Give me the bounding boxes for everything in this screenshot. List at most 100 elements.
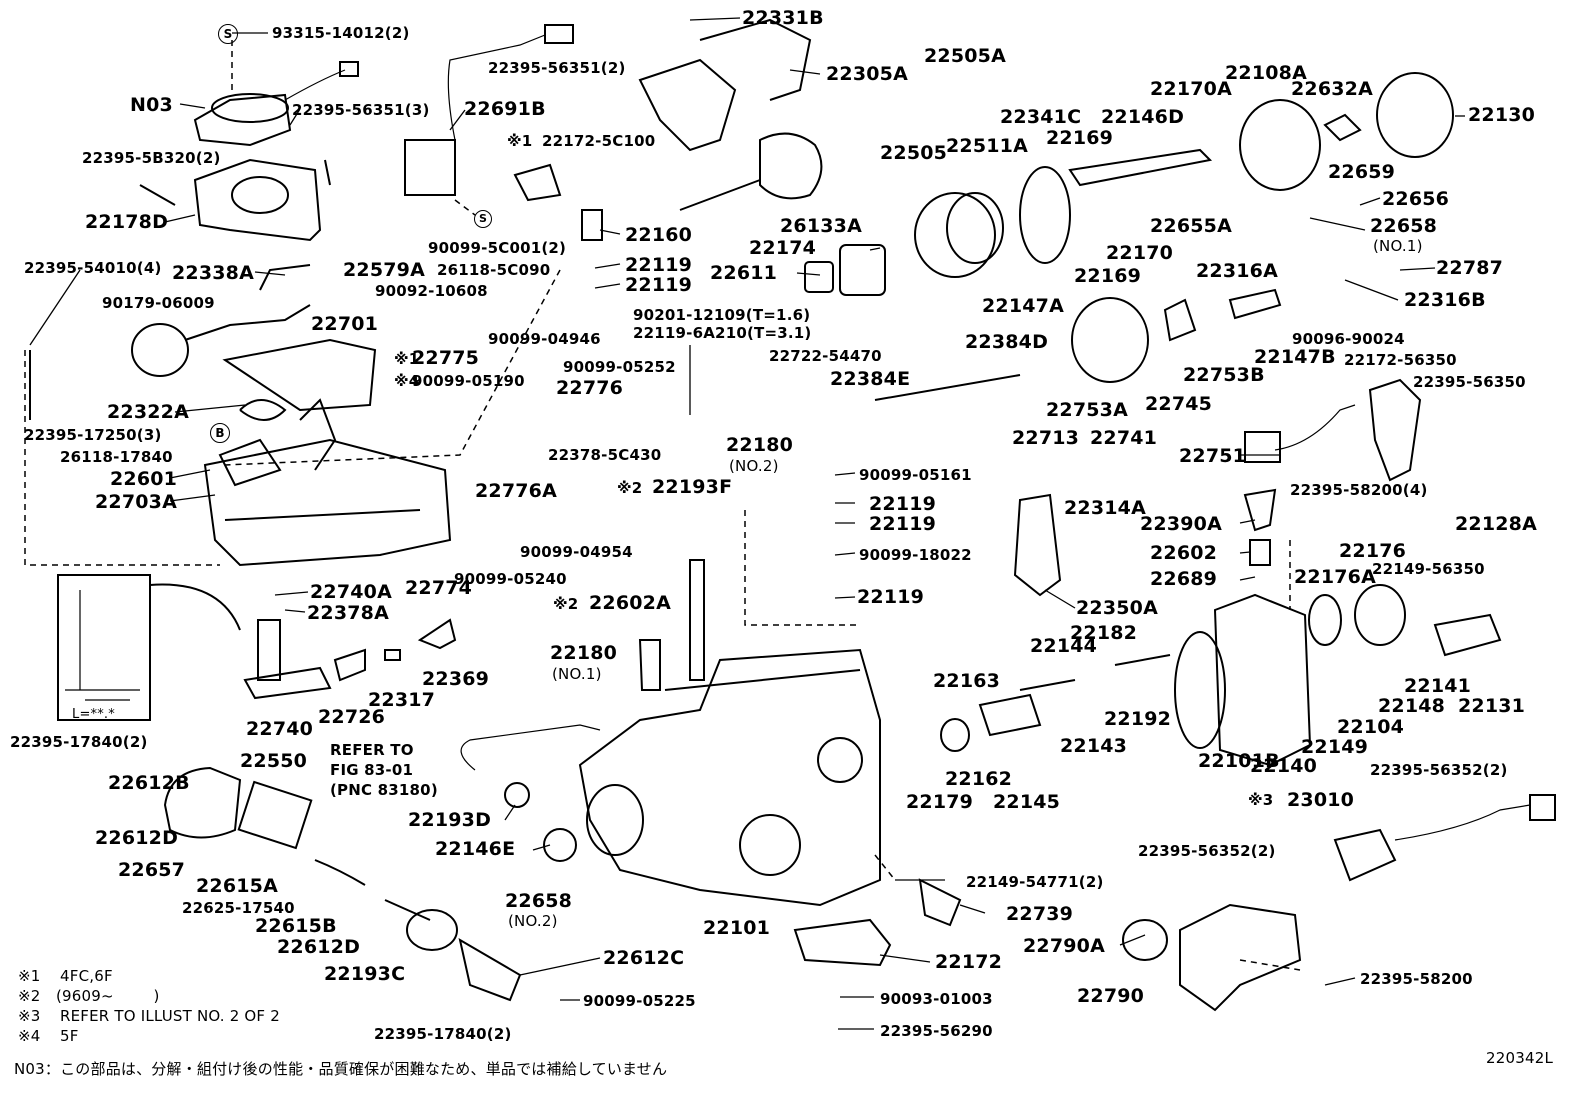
solenoid-22790-drawing (1122, 794, 1556, 1012)
label-22180-no2-sub: (NO.2) (729, 457, 779, 475)
plug-22739-drawing (918, 878, 962, 927)
label-22108a: 22108A (1225, 62, 1308, 84)
label-22149-56350: 22149-56350 (1372, 560, 1485, 578)
label-22160: 22160 (625, 224, 693, 246)
label-22101b: 22101B (1198, 750, 1280, 772)
label-22143: 22143 (1060, 735, 1128, 757)
dashed-guide-solenoid (1239, 959, 1301, 971)
label-22146d: 22146D (1101, 106, 1185, 128)
label-22172-5c100: 22172-5C100 (542, 132, 656, 150)
label-22163: 22163 (933, 670, 1001, 692)
label-22192: 22192 (1104, 708, 1172, 730)
label-22182: 22182 (1070, 622, 1138, 644)
label-22615b: 22615B (255, 915, 337, 937)
label-90099-05252: 90099-05252 (563, 358, 676, 376)
plug-22160-drawing (581, 209, 603, 241)
label-22169-a: 22169 (1046, 127, 1114, 149)
label-22740: 22740 (246, 718, 314, 740)
label-22395-58200: 22395-58200 (1360, 970, 1473, 988)
label-26118-17840: 26118-17840 (60, 448, 173, 466)
label-22612b: 22612B (108, 772, 190, 794)
label-22104: 22104 (1337, 716, 1405, 738)
label-22505a: 22505A (924, 45, 1007, 67)
label-22119-6a210: 22119-6A210(T=3.1) (633, 324, 812, 342)
mark-x1-a: ※1 (507, 132, 533, 150)
lever-22316a-drawing (1228, 288, 1282, 320)
label-22147b: 22147B (1254, 346, 1336, 368)
label-22146e: 22146E (435, 838, 516, 860)
label-90099-05161: 90099-05161 (859, 466, 972, 484)
bracket-22172-56350-drawing (1368, 378, 1422, 482)
drive-gear-assembly-drawing (804, 72, 1454, 401)
inset-length-label: L=**.* (72, 707, 115, 722)
mark-x4: ※4 (394, 372, 420, 390)
label-22131: 22131 (1458, 695, 1526, 717)
label-22659: 22659 (1328, 161, 1396, 183)
label-22147a: 22147A (982, 295, 1065, 317)
label-90099-04954: 90099-04954 (520, 543, 633, 561)
refer-line-2: FIG 83-01 (330, 761, 414, 779)
label-22511a: 22511A (946, 135, 1029, 157)
label-22172-56350: 22172-56350 (1344, 351, 1457, 369)
label-22658-no1: 22658 (1370, 215, 1438, 237)
footnote-2-text: (9609~ ) (56, 987, 160, 1005)
label-22119-b: 22119 (625, 274, 693, 296)
label-90093-01003: 90093-01003 (880, 990, 993, 1008)
label-90092-10608: 90092-10608 (375, 282, 488, 300)
footnote-4-text: 5F (60, 1027, 79, 1045)
label-22658-no2: 22658 (505, 890, 573, 912)
label-22775: 22775 (412, 347, 480, 369)
label-22611: 22611 (710, 262, 778, 284)
label-26133a: 26133A (780, 215, 863, 237)
label-22790a: 22790A (1023, 935, 1106, 957)
label-22350a: 22350A (1076, 597, 1159, 619)
circle-b-marker: B (210, 423, 230, 443)
label-22395-56352-b: 22395-56352(2) (1138, 842, 1276, 860)
label-22612d-a: 22612D (95, 827, 179, 849)
label-23010: 23010 (1287, 789, 1355, 811)
label-22703a: 22703A (95, 491, 178, 513)
label-22193c: 22193C (324, 963, 406, 985)
dashed-guide-cover (224, 269, 561, 466)
label-22395-5b320: 22395-5B320(2) (82, 149, 221, 167)
label-22170: 22170 (1106, 242, 1174, 264)
label-22179: 22179 (906, 791, 974, 813)
solenoid-22691b-drawing (404, 24, 574, 216)
label-22172: 22172 (935, 951, 1003, 973)
label-22140: 22140 (1250, 755, 1318, 777)
label-90201-12109: 90201-12109(T=1.6) (633, 306, 811, 324)
footnote-2-mark: ※2 (18, 987, 41, 1005)
dashed-guide-center (744, 510, 860, 626)
oring-22193d-drawing (504, 782, 530, 808)
sensor-cable-drawing (460, 724, 601, 771)
roller-22745-drawing (1163, 298, 1197, 342)
footnote-3-text: REFER TO ILLUST NO. 2 OF 2 (60, 1007, 280, 1025)
clip-22172-drawing (513, 163, 562, 202)
label-22395-56290: 22395-56290 (880, 1022, 993, 1040)
leader-lines (29, 17, 1465, 1030)
label-22395-17250: 22395-17250(3) (24, 426, 162, 444)
label-22505: 22505 (880, 142, 948, 164)
label-22656: 22656 (1382, 188, 1450, 210)
circle-s-marker: S (218, 24, 238, 44)
label-22176: 22176 (1339, 540, 1407, 562)
label-22657: 22657 (118, 859, 186, 881)
throttle-sensor-drawing (193, 40, 359, 147)
label-90099-05190: 90099-05190 (412, 372, 525, 390)
label-22740a: 22740A (310, 581, 393, 603)
label-22741: 22741 (1090, 427, 1158, 449)
inset-detail-lines (65, 590, 140, 701)
label-22130: 22130 (1468, 104, 1536, 126)
label-22193f: 22193F (652, 476, 733, 498)
label-22753a: 22753A (1046, 399, 1129, 421)
label-22739: 22739 (1006, 903, 1074, 925)
label-22119-d: 22119 (869, 513, 937, 535)
label-22655a: 22655A (1150, 215, 1233, 237)
vacuum-actuator-drawing (131, 264, 311, 377)
mark-x2-a: ※2 (617, 479, 643, 497)
label-22395-17840-b: 22395-17840(2) (374, 1025, 512, 1043)
label-22149: 22149 (1301, 736, 1369, 758)
label-22178d: 22178D (85, 211, 169, 233)
label-22169-b: 22169 (1074, 265, 1142, 287)
